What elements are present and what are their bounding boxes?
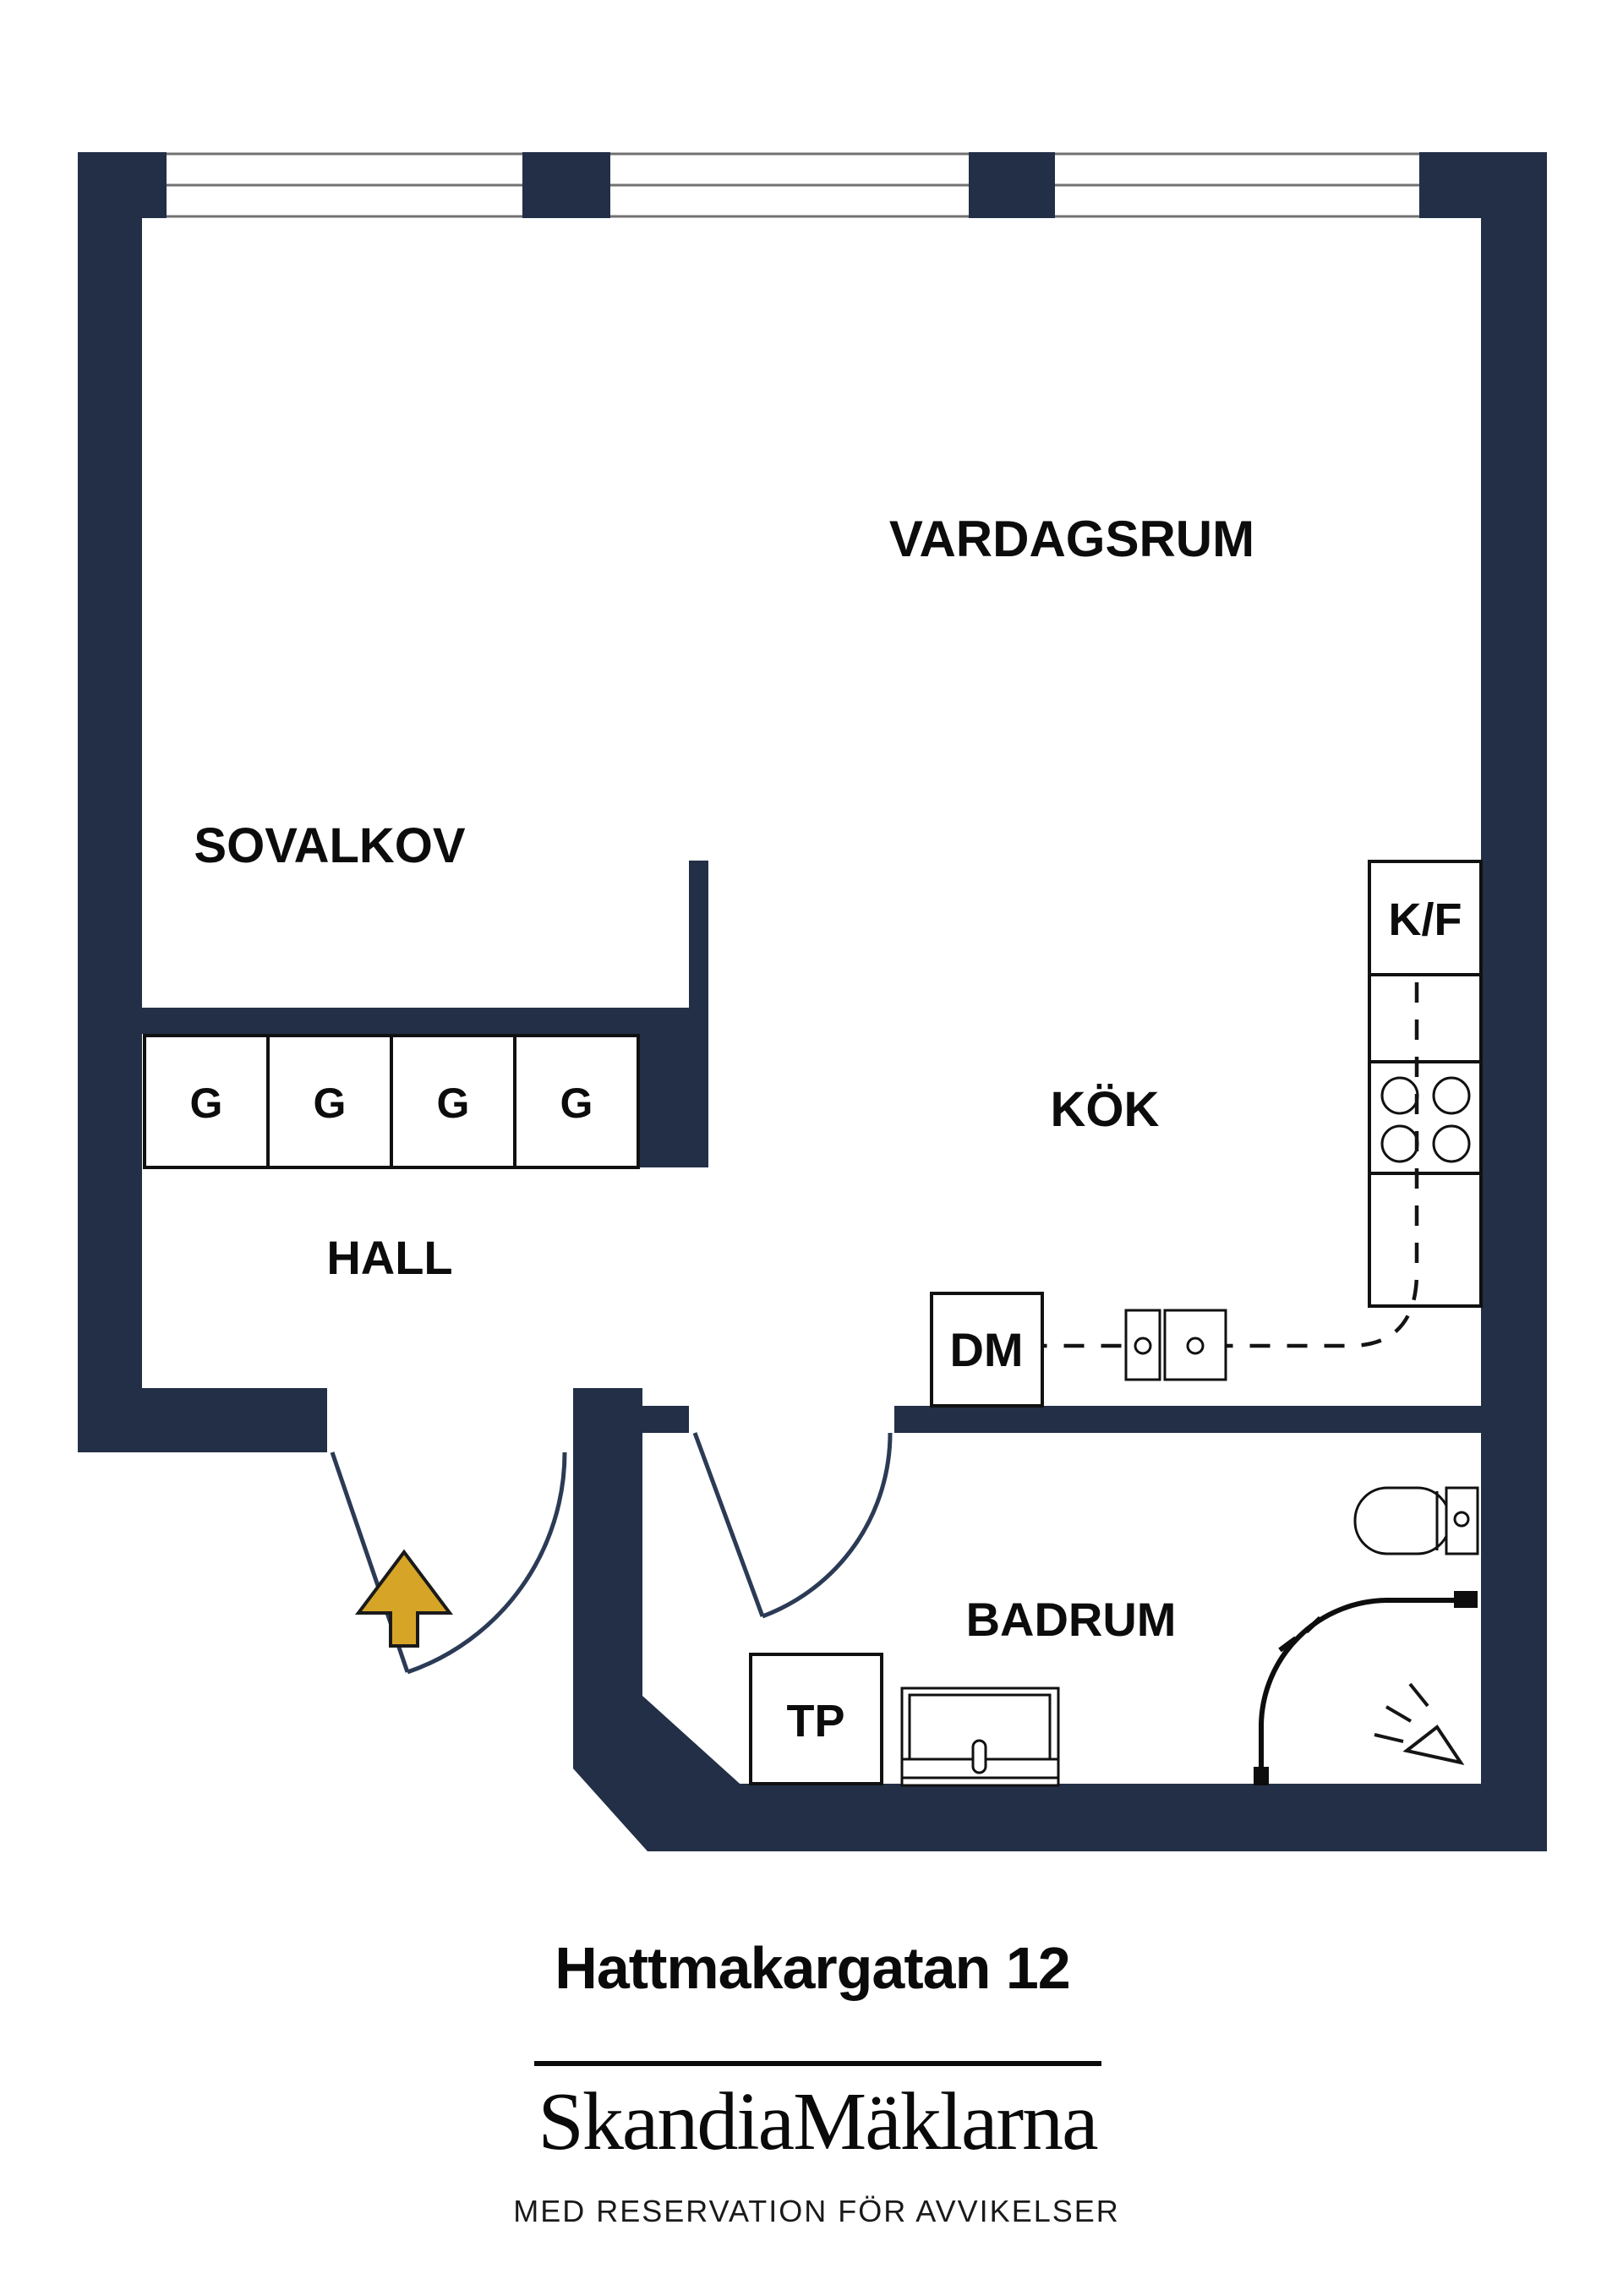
window-band-icon — [167, 152, 1419, 218]
wall-right — [1481, 218, 1547, 1851]
wall-sovalkov-stub — [689, 861, 708, 1011]
label-wardrobe-2: G — [314, 1080, 347, 1127]
room-label-badrum: BADRUM — [966, 1593, 1177, 1646]
logo-rule — [534, 2061, 1101, 2066]
shower-curtain-rod-icon — [1254, 1591, 1478, 1785]
sink-icon — [1124, 1309, 1227, 1381]
brand-logo: SkandiaMäklarna — [538, 2076, 1098, 2168]
toilet-icon — [1353, 1486, 1479, 1555]
wall-top-right-corner — [1419, 152, 1547, 218]
wall-bathroom-bottom — [737, 1784, 1547, 1851]
wall-bathroom-left — [573, 1406, 689, 1433]
walls — [78, 152, 1547, 1851]
dishwasher-box — [930, 1292, 1044, 1408]
label-wardrobe-4: G — [560, 1080, 593, 1127]
wall-kitchen-bathroom — [894, 1406, 1481, 1433]
counter-centerline — [936, 982, 1419, 1348]
wall-entry-stub — [573, 1388, 642, 1696]
room-label-sovalkov: SOVALKOV — [194, 818, 465, 873]
washing-machine-icon — [900, 1686, 1060, 1787]
kitchen-fixtures — [930, 860, 1483, 1408]
tumble-dryer-box — [749, 1653, 883, 1785]
kitchen-counter-box — [1368, 973, 1483, 1063]
label-dishwasher: DM — [949, 1323, 1023, 1376]
label-wardrobe-1: G — [190, 1080, 223, 1127]
stove-burners-icon — [1380, 1076, 1471, 1163]
entrance-door-icon — [330, 1451, 567, 1675]
wall-sovalkov-bottom — [78, 1008, 708, 1034]
wall-diagonal — [573, 1696, 747, 1851]
disclaimer-text: MED RESERVATION FÖR AVVIKELSER — [513, 2194, 1120, 2228]
label-wardrobe-3: G — [437, 1080, 470, 1127]
wardrobe-box-3 — [390, 1034, 516, 1169]
wardrobe-box-4 — [513, 1034, 640, 1169]
wall-wardrobe-end — [638, 1031, 708, 1167]
room-label-kok: KÖK — [1051, 1082, 1160, 1137]
entrance-arrow-icon — [355, 1549, 453, 1648]
address-title: Hattmakargatan 12 — [555, 1935, 1069, 2001]
bathroom-door-icon — [692, 1432, 893, 1619]
wall-left — [78, 152, 142, 1452]
wall-window-pier-1 — [522, 152, 610, 218]
wardrobe-box-2 — [266, 1034, 393, 1169]
room-label-vardagsrum: VARDAGSRUM — [889, 511, 1254, 567]
label-fridge-freezer: K/F — [1389, 894, 1462, 945]
bathroom-fixtures — [749, 1486, 1479, 1787]
label-tumble-dryer: TP — [786, 1696, 844, 1747]
kitchen-counter-box-lower — [1368, 1172, 1483, 1308]
wall-hall-bottom — [78, 1388, 327, 1452]
wall-window-pier-2 — [969, 152, 1055, 218]
wardrobe-box-1 — [143, 1034, 270, 1169]
room-label-hall: HALL — [326, 1231, 452, 1284]
wardrobes — [143, 1034, 640, 1169]
shower-head-icon — [1374, 1682, 1465, 1766]
